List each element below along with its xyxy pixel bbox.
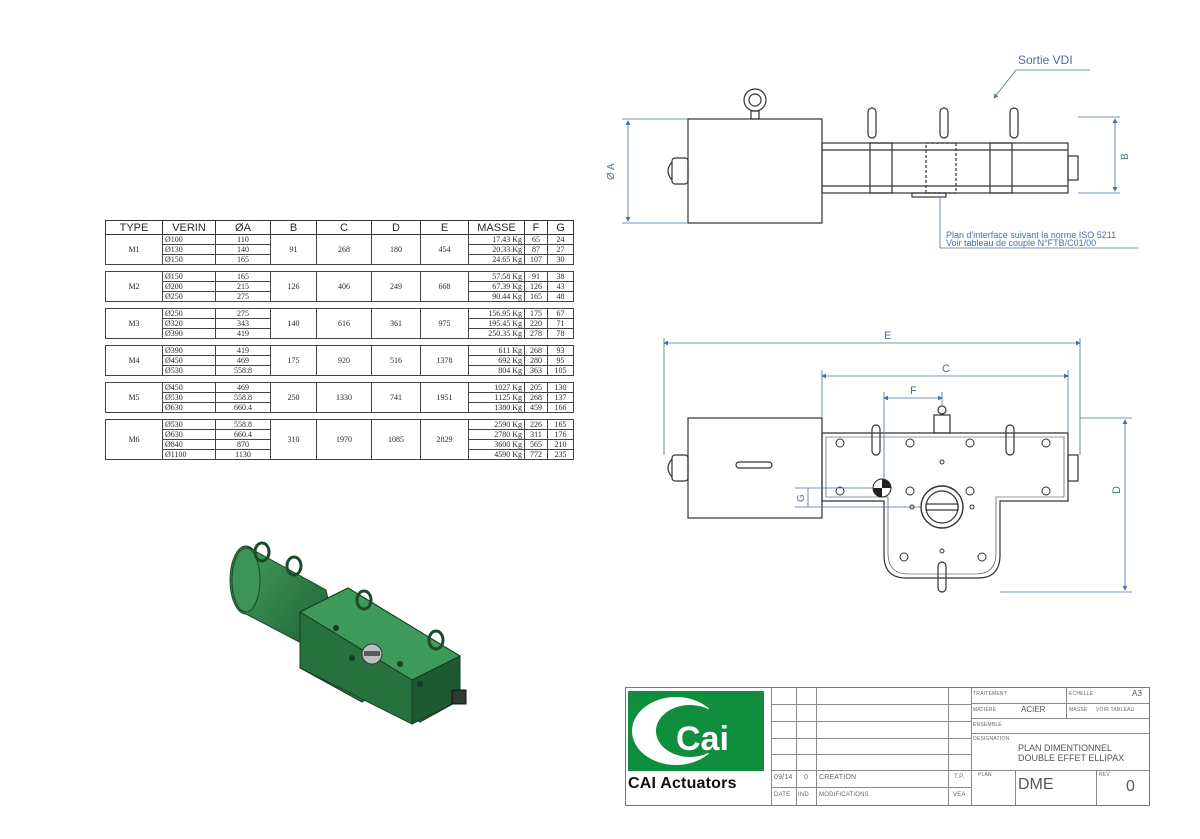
interface-note-2: Voir tableau de couple N°FTB/C01/00 [946,238,1096,248]
eyebolt [743,88,767,112]
rev-date: 09/14 [774,774,793,781]
center-of-gravity-icon [872,478,892,498]
table-cell: 406 [316,271,372,302]
company-name: CAI Actuators [628,775,737,792]
designation-line1: PLAN DIMENTIONNEL [1018,743,1113,753]
table-cell: M5 [105,382,163,413]
traitement-label: Traitement [973,691,1007,697]
table-cell: 741 [371,382,421,413]
table-cell: 1085 [371,419,421,460]
table-cell: 1130 [215,449,271,460]
tp-label: T.P. [954,774,965,780]
table-cell: 180 [371,234,421,265]
table-cell: 268 [316,234,372,265]
drive-shaft [920,485,964,529]
dim-b-label: B [1120,153,1131,160]
masse-value: voir tableau [1096,707,1135,713]
col-modifications: MODIFICATIONS [819,792,869,798]
table-cell: 235 [547,449,574,460]
echelle-label: Echelle [1069,691,1094,697]
cai-logo: Cai [628,691,764,771]
sortie-label: Sortie VDI [1018,53,1073,67]
table-cell: 1970 [316,419,372,460]
dim-a-label: Ø A [606,163,617,180]
table-cell: 1378 [420,345,469,376]
side-view [667,88,1079,224]
col-ind: IND [798,792,809,798]
designation-line2: DOUBLE EFFET ELLIPAX [1018,753,1125,763]
logo-letters: Cai [676,720,729,758]
table-cell: 454 [420,234,469,265]
end-cap [671,157,689,185]
masse-label: Masse [1069,707,1088,713]
table-cell: M2 [105,271,163,302]
dim-f-label: F [910,385,917,397]
housing-plan [821,432,1069,579]
dim-d-label: D [1111,486,1123,494]
plan-label: Plan [978,772,992,778]
cylinder-body [687,118,823,224]
col-date: DATE [774,792,791,798]
matiere-label: Matière [973,707,997,713]
matiere-value: ACIER [1021,705,1046,714]
designation-label: Designation [973,736,1010,742]
table-header-row: TYPE VERIN ØA B C D E MASSE F G [105,220,574,235]
plan-view [667,405,1079,593]
output-nut [1067,155,1079,181]
vea-label: VEA [953,792,966,798]
table-cell: 1951 [420,382,469,413]
col-header: MASSE [468,220,525,235]
title-block: Traitement Echelle A3 Matière ACIER Mass… [625,687,1150,806]
table-cell: 361 [371,308,421,339]
table-cell: 126 [270,271,317,302]
rev-modification: CREATION [819,774,857,781]
dim-c-label: C [942,363,950,375]
rev-ind: 0 [804,774,809,781]
actuator-3d-render [229,541,467,725]
table-cell: 140 [270,308,317,339]
table-cell: 668 [420,271,469,302]
table-cell: 175 [270,345,317,376]
plan-value: DME [1018,776,1054,793]
dim-g-label: G [796,494,807,502]
rev-label: Rev. [1099,772,1112,778]
ensemble-label: Ensemble [973,722,1002,728]
interface-note-1: Plan d'interface suivant la norme ISO 52… [946,230,1116,240]
dim-e-label: E [884,330,891,342]
rev-value: 0 [1126,778,1135,795]
echelle-value: A3 [1132,689,1142,698]
